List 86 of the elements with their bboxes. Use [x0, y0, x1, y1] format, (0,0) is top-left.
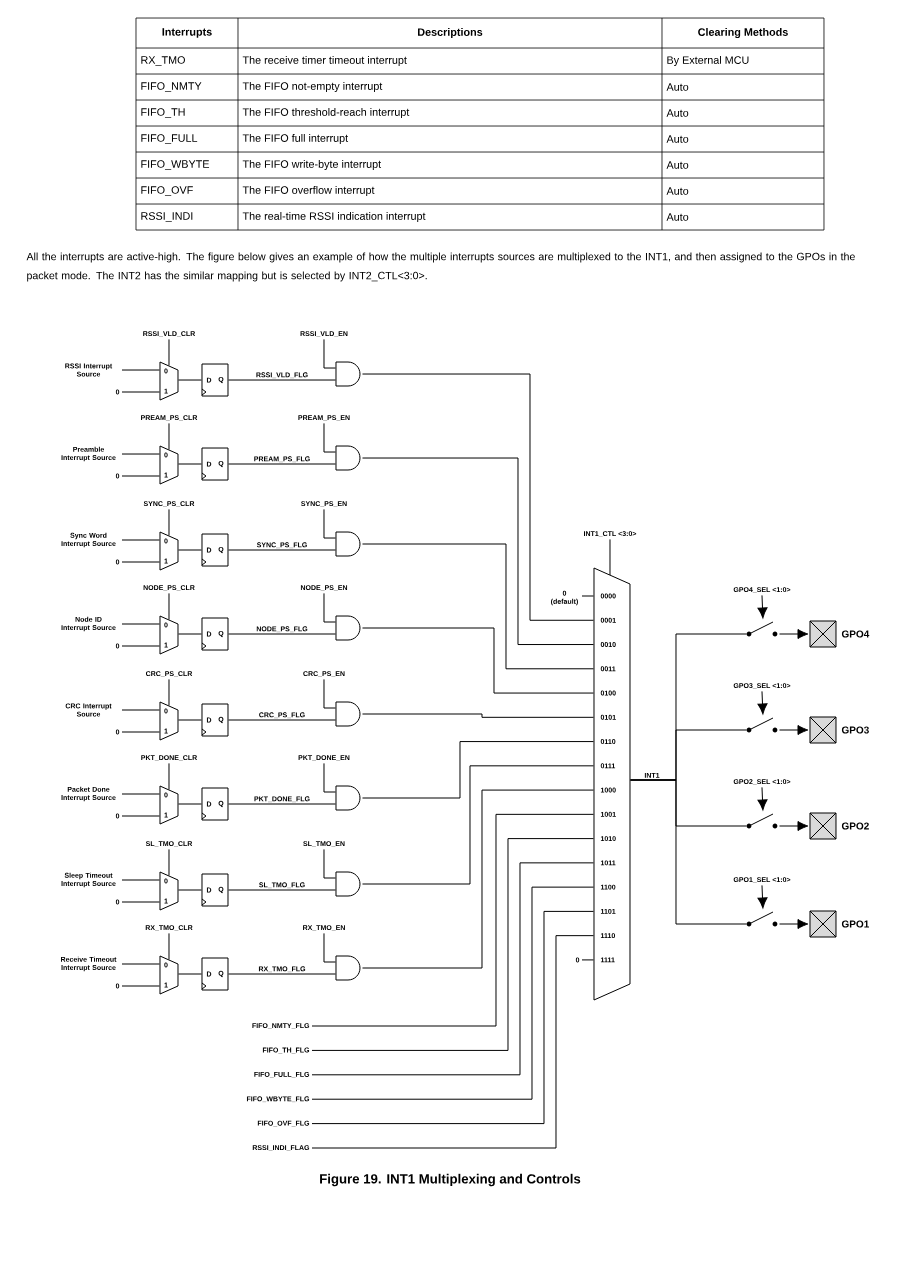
wire	[362, 765, 594, 885]
wire	[168, 932, 170, 960]
wire	[228, 973, 336, 975]
wire	[323, 762, 336, 793]
switch	[746, 621, 778, 637]
wire	[121, 391, 160, 393]
wire	[178, 463, 202, 465]
wire	[121, 985, 160, 987]
wire	[168, 592, 170, 620]
wire	[178, 719, 202, 721]
and-gate	[335, 871, 361, 897]
wire	[779, 629, 809, 640]
wire	[362, 627, 594, 694]
wire	[757, 594, 768, 619]
wire	[311, 935, 594, 1149]
wire	[178, 889, 202, 891]
wire	[228, 719, 336, 721]
wire	[228, 463, 336, 465]
wire	[178, 379, 202, 381]
and-gate	[335, 615, 361, 641]
wire	[228, 549, 336, 551]
wire	[168, 338, 170, 366]
wire	[779, 725, 809, 736]
wire	[121, 709, 160, 711]
and-gate	[335, 445, 361, 471]
wire	[228, 633, 336, 635]
wire	[168, 848, 170, 876]
wire	[311, 838, 594, 1051]
wire	[323, 848, 336, 879]
wire	[228, 379, 336, 381]
wire	[121, 539, 160, 541]
wire	[362, 713, 594, 718]
wire	[362, 373, 594, 621]
wire	[121, 475, 160, 477]
wire	[323, 508, 336, 539]
wire	[323, 932, 336, 963]
wire	[323, 422, 336, 453]
wire	[178, 549, 202, 551]
wire	[323, 338, 336, 369]
wire	[121, 815, 160, 817]
wire	[121, 731, 160, 733]
wire	[228, 803, 336, 805]
wire	[757, 786, 768, 811]
and-gate	[335, 701, 361, 727]
wire	[121, 369, 160, 371]
wire	[362, 789, 594, 969]
and-gate	[335, 785, 361, 811]
switch	[746, 717, 778, 733]
wire	[121, 963, 160, 965]
wire	[779, 919, 809, 930]
wire	[168, 508, 170, 536]
wire	[362, 457, 594, 646]
wire	[362, 741, 594, 799]
wire	[121, 561, 160, 563]
wire	[323, 592, 336, 623]
wire	[581, 595, 594, 597]
wire	[311, 813, 594, 1027]
wire	[168, 678, 170, 706]
wire	[228, 889, 336, 891]
wire	[168, 762, 170, 790]
switch	[746, 911, 778, 927]
switch	[746, 813, 778, 829]
wire	[311, 862, 594, 1076]
wire	[121, 645, 160, 647]
and-gate	[335, 955, 361, 981]
wire	[121, 879, 160, 881]
wire	[581, 959, 594, 961]
wire	[362, 543, 594, 670]
wire	[757, 884, 768, 909]
wire	[121, 793, 160, 795]
wire	[121, 901, 160, 903]
wire	[609, 538, 611, 576]
wire	[311, 910, 594, 1125]
wire	[121, 623, 160, 625]
and-gate	[335, 361, 361, 387]
wire	[757, 690, 768, 715]
wire	[178, 633, 202, 635]
wire	[168, 422, 170, 450]
wire	[323, 678, 336, 709]
wire	[779, 821, 809, 832]
wire	[311, 886, 594, 1100]
and-gate	[335, 531, 361, 557]
wire	[178, 803, 202, 805]
wire	[178, 973, 202, 975]
wire	[630, 779, 747, 925]
wire	[121, 453, 160, 455]
